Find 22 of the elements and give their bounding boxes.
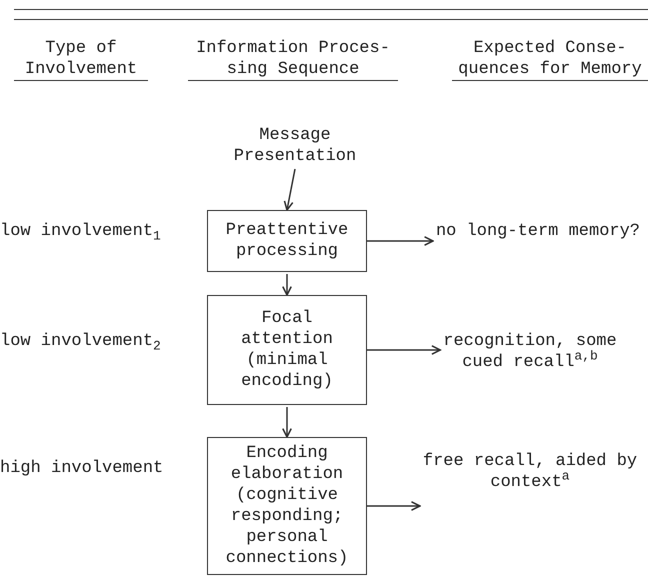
arrow: [282, 407, 292, 438]
column-header: Expected Conse- quences for Memory: [452, 38, 648, 81]
node-text: free recall, aided by context$^{a}$: [420, 451, 640, 493]
row-label: high involvement: [0, 458, 164, 479]
node-text: Message Presentation: [215, 125, 375, 167]
process-box: [207, 210, 367, 272]
arrow: [282, 274, 292, 296]
arrow: [367, 345, 442, 355]
arrow: [367, 501, 421, 511]
node-text: recognition, some cued recall$^{a,b}$: [420, 331, 640, 373]
box-text: Focal attention (minimal encoding): [240, 308, 334, 392]
row-label: low involvement$_{1}$: [0, 221, 162, 242]
arrow: [284, 168, 296, 211]
node-text: no long-term memory?: [428, 221, 648, 242]
box-text: Encoding elaboration (cognitive responding; personal connections): [224, 443, 350, 569]
column-header: Type of Involvement: [14, 38, 148, 81]
column-header: Information Proces- sing Sequence: [188, 38, 398, 81]
process-box: [207, 295, 367, 405]
process-box: [207, 437, 367, 575]
box-text: Preattentive processing: [224, 220, 350, 262]
row-label: low involvement$_{2}$: [0, 331, 162, 352]
arrow: [367, 236, 434, 246]
